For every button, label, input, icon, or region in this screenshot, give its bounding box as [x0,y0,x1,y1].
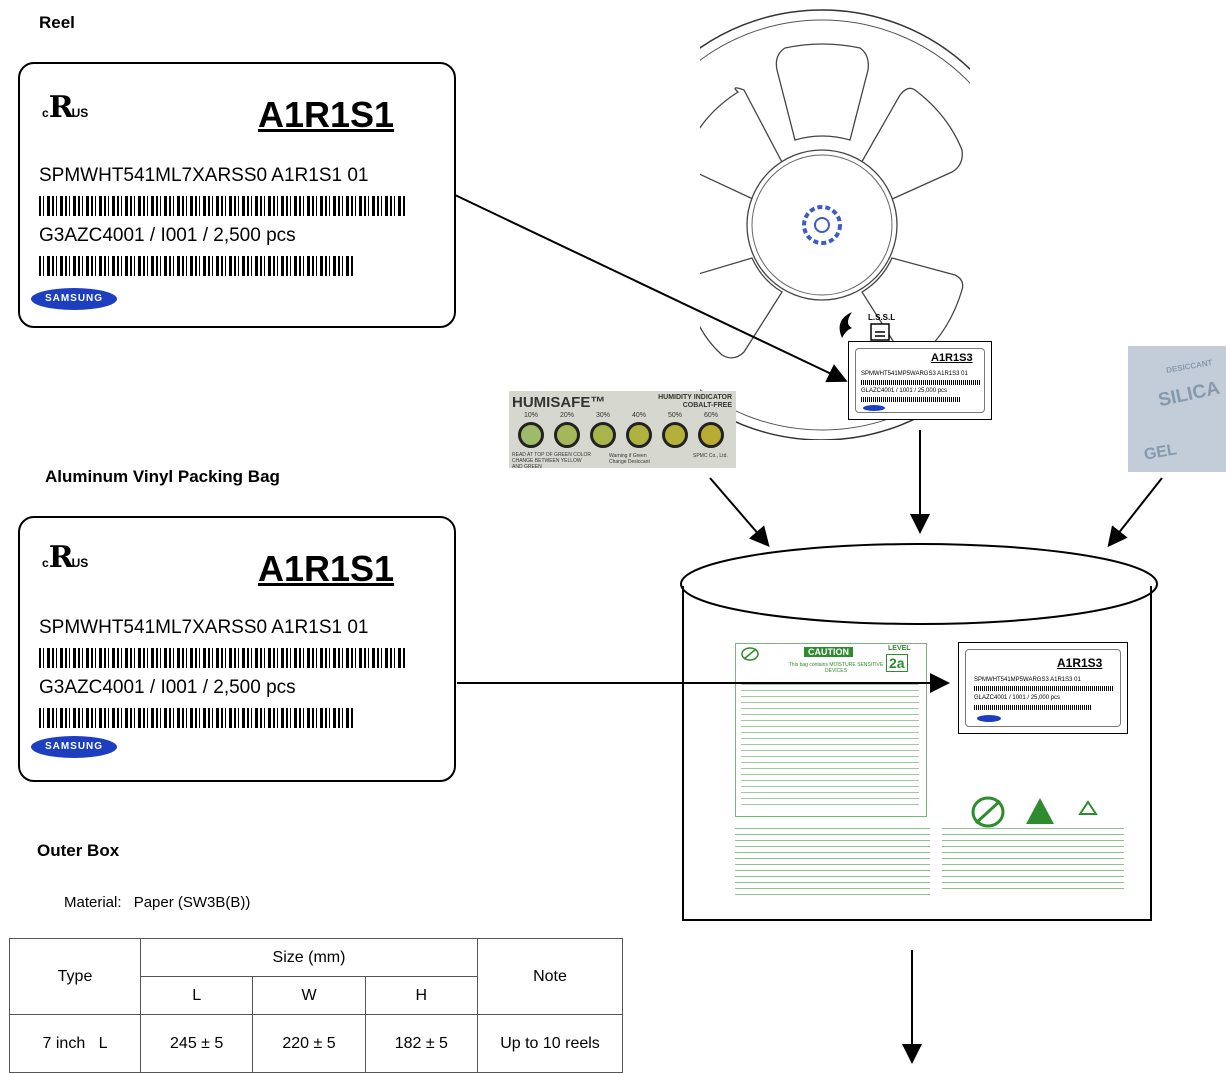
mini-label-code: A1R1S3 [931,352,973,364]
read-note: READ AT TOP OF GREEN COLOR CHANGE BETWEE… [512,452,592,470]
samsung-logo: SAMSUNG [31,736,117,758]
humidity-level-dot [698,422,724,448]
table-row: 7 inch L 245 ± 5 220 ± 5 182 ± 5 Up to 1… [9,1014,623,1073]
level-value: 2a [886,654,908,672]
ul-logo: cRUS [42,540,89,575]
material-value: Paper (SW3B(B)) [133,894,251,911]
mini-label-line1: SPMWHT541MP5WARGS3 A1R1S3 01 [974,677,1081,683]
bag-text-left [735,828,930,900]
length-cell: 245 ± 5 [139,1014,254,1073]
humidity-subtitle: COBALT-FREE [682,402,732,409]
esd-icon [741,647,759,661]
silica-gel-packet: DESICCANT SILICA GEL [1128,346,1226,472]
warning-triangle-icon [1026,798,1054,824]
lsl-mark: L.S.S.L [868,313,895,322]
label-lot-line: G3AZC4001 / I001 / 2,500 pcs [39,225,296,246]
barcode [39,256,354,276]
label-lot-line: G3AZC4001 / I001 / 2,500 pcs [39,677,296,698]
humidity-level-label: 50% [668,412,683,419]
barcode [39,648,406,668]
material-label: Material: [64,894,122,911]
humisafe-brand: HUMISAFE™ [512,394,606,411]
humidity-level-dot [590,422,616,448]
barcode [39,708,354,728]
humidity-level-dot [662,422,688,448]
label-code: A1R1S1 [258,548,395,589]
barcode [974,686,1114,691]
barcode [39,196,406,216]
barcode [861,397,961,402]
note-header: Note [477,938,623,1015]
recycle-icon [1078,800,1098,815]
reel-label: cRUS A1R1S1 SPMWHT541ML7XARSS0 A1R1S1 01… [18,62,456,328]
barcode [974,705,1092,710]
label-part-line: SPMWHT541ML7XARSS0 A1R1S1 01 [39,165,369,186]
humidity-level-label: 30% [596,412,611,419]
outer-box-table: Type Size (mm) Note L W H 7 inch L 245 ±… [9,938,623,1073]
humidity-level-label: 40% [632,412,647,419]
ul-logo: cRUS [42,90,89,125]
humidity-level-dot [626,422,652,448]
humidity-level-label: 10% [524,412,539,419]
barcode [861,380,981,385]
samsung-logo [863,405,885,411]
esd-icon [971,796,1005,828]
warning-note: Warning if Green Change Desiccant [609,453,650,465]
maker-note: SPMC Co., Ltd. [693,453,728,459]
label-part-line: SPMWHT541ML7XARSS0 A1R1S1 01 [39,617,369,638]
mini-label-line1: SPMWHT541MP5WARGS3 A1R1S3 01 [861,371,968,377]
label-code: A1R1S1 [258,94,395,135]
bag-mini-label: A1R1S3 SPMWHT541MP5WARGS3 A1R1S3 01 GLAZ… [958,642,1128,734]
humidity-title: HUMIDITY INDICATOR [658,394,732,401]
humidity-level-dot [554,422,580,448]
bag-text-right [942,828,1124,892]
recycle-icon [839,312,852,338]
samsung-logo [977,715,1001,722]
humidity-level-dot [518,422,544,448]
humidity-indicator-card: HUMISAFE™ HUMIDITY INDICATOR COBALT-FREE… [509,391,736,470]
material-row: Material: Paper (SW3B(B)) [64,894,250,911]
mini-label-code: A1R1S3 [1057,656,1103,670]
humidity-level-label: 20% [560,412,575,419]
samsung-logo: SAMSUNG [31,288,117,310]
reel-mini-label: A1R1S3 SPMWHT541MP5WARGS3 A1R1S3 01 GLAZ… [848,341,992,420]
aluminum-bag-drawing [680,543,1158,921]
caution-subtitle: This bag contains MOISTURE SENSITIVE DEV… [788,662,884,674]
reel-section-title: Reel [39,13,75,32]
size-header: Size (mm) [140,938,478,977]
type-header: Type [9,938,141,1015]
box-section-title: Outer Box [37,841,120,860]
width-cell: 220 ± 5 [252,1014,366,1073]
caution-sheet: CAUTION LEVEL 2a This bag contains MOIST… [735,643,927,817]
bag-section-title: Aluminum Vinyl Packing Bag [45,467,280,486]
dim-header-h: H [364,976,479,1015]
reel-drawing: L.S.S.L [700,9,970,440]
humidity-level-label: 60% [704,412,719,419]
bag-label: cRUS A1R1S1 SPMWHT541ML7XARSS0 A1R1S1 01… [18,516,456,782]
level-label: LEVEL [888,645,911,652]
mini-label-line2: GLAZC4001 / 1001 / 25,000 pcs [974,695,1061,701]
bag-warning-icons [971,796,1098,828]
dim-header-w: W [252,976,366,1015]
caution-heading: CAUTION [804,647,853,657]
dim-header-l: L [139,976,254,1015]
mini-label-line2: GLAZC4001 / 1001 / 25,000 pcs [861,388,948,394]
